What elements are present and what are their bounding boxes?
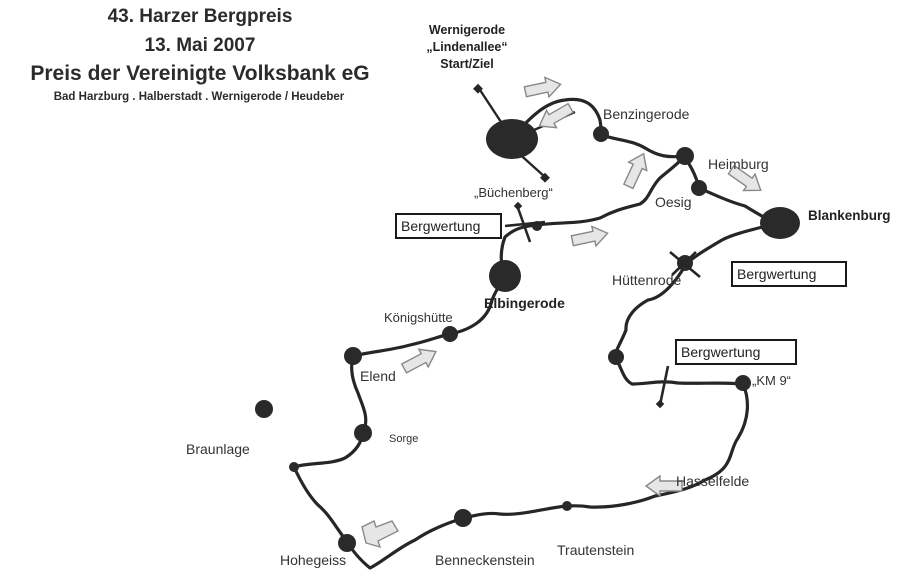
label-koenigshuette: Königshütte xyxy=(384,310,453,325)
label-blankenburg: Blankenburg xyxy=(808,208,891,223)
bergwertung-box-3: Bergwertung xyxy=(675,339,797,365)
bergwertung-mark-3 xyxy=(658,365,670,406)
town-marker-junction xyxy=(289,462,299,472)
town-marker-trautenstein xyxy=(562,501,572,511)
town-marker-braunlage xyxy=(255,400,273,418)
race-organizers: Bad Harzburg . Halberstadt . Wernigerode… xyxy=(53,91,345,103)
label-sorge: Sorge xyxy=(389,433,419,445)
direction-arrow-4 xyxy=(727,164,762,192)
direction-arrow-5 xyxy=(570,225,609,248)
town-marker-blankenburg xyxy=(760,207,800,239)
label-trautenstein: Trautenstein xyxy=(557,542,635,558)
direction-arrow-1 xyxy=(523,76,562,99)
bergwertung-mark-1 xyxy=(504,207,546,243)
label-km9: „KM 9“ xyxy=(752,373,791,388)
town-marker-heimburg xyxy=(676,147,694,165)
race-date: 13. Mai 2007 xyxy=(144,35,256,56)
town-marker-oesig xyxy=(691,180,707,196)
bergwertung-mark-3-end xyxy=(655,399,665,409)
bergwertung-box-2: Bergwertung xyxy=(731,261,847,287)
town-marker-koenigshuette xyxy=(442,326,458,342)
start-town: Wernigerode xyxy=(428,23,506,37)
label-elbingerode: Elbingerode xyxy=(484,295,565,311)
label-oesig: Oesig xyxy=(655,194,692,210)
bergwertung-mark-1-end xyxy=(513,201,523,211)
label-benzingerode: Benzingerode xyxy=(603,106,690,122)
direction-arrow-3 xyxy=(622,152,648,190)
label-heimburg: Heimburg xyxy=(708,156,769,172)
label-benneckenstein: Benneckenstein xyxy=(435,552,535,568)
start-spoke-end-2 xyxy=(540,172,550,183)
direction-arrow-6 xyxy=(400,348,437,374)
label-elend: Elend xyxy=(360,368,396,384)
start-street: „Lindenallee“ xyxy=(426,40,508,54)
town-marker-benzingerode xyxy=(593,126,609,142)
town-marker-hohegeiss xyxy=(338,534,356,552)
race-sponsor: Preis der Vereinigte Volksbank eG xyxy=(30,62,370,85)
town-marker-km9 xyxy=(735,375,751,391)
label-hohegeiss: Hohegeiss xyxy=(280,552,347,568)
label-braunlage: Braunlage xyxy=(186,441,250,457)
label-huettenrode: Hüttenrode xyxy=(612,272,682,288)
bergwertung-box-1: Bergwertung xyxy=(395,213,502,239)
start-finish-label: Wernigerode „Lindenallee“ Start/Ziel xyxy=(417,22,517,73)
town-marker-elbingerode xyxy=(489,260,521,292)
start-finish-text: Start/Ziel xyxy=(440,57,494,71)
town-marker-benneckenstein xyxy=(454,509,472,527)
town-marker-wernigerode xyxy=(486,119,538,159)
label-hasselfelde: Hasselfelde xyxy=(676,473,750,489)
direction-arrow-2 xyxy=(538,102,575,129)
direction-arrow-8 xyxy=(361,520,399,549)
race-title: 43. Harzer Bergpreis xyxy=(107,6,293,27)
direction-arrow-7 xyxy=(644,474,683,498)
label-buechenberg: „Büchenberg“ xyxy=(474,185,553,200)
town-marker-sorge xyxy=(354,424,372,442)
town-marker-elend xyxy=(344,347,362,365)
bergwertung-mark-2 xyxy=(669,251,701,278)
town-marker-loop xyxy=(608,349,624,365)
